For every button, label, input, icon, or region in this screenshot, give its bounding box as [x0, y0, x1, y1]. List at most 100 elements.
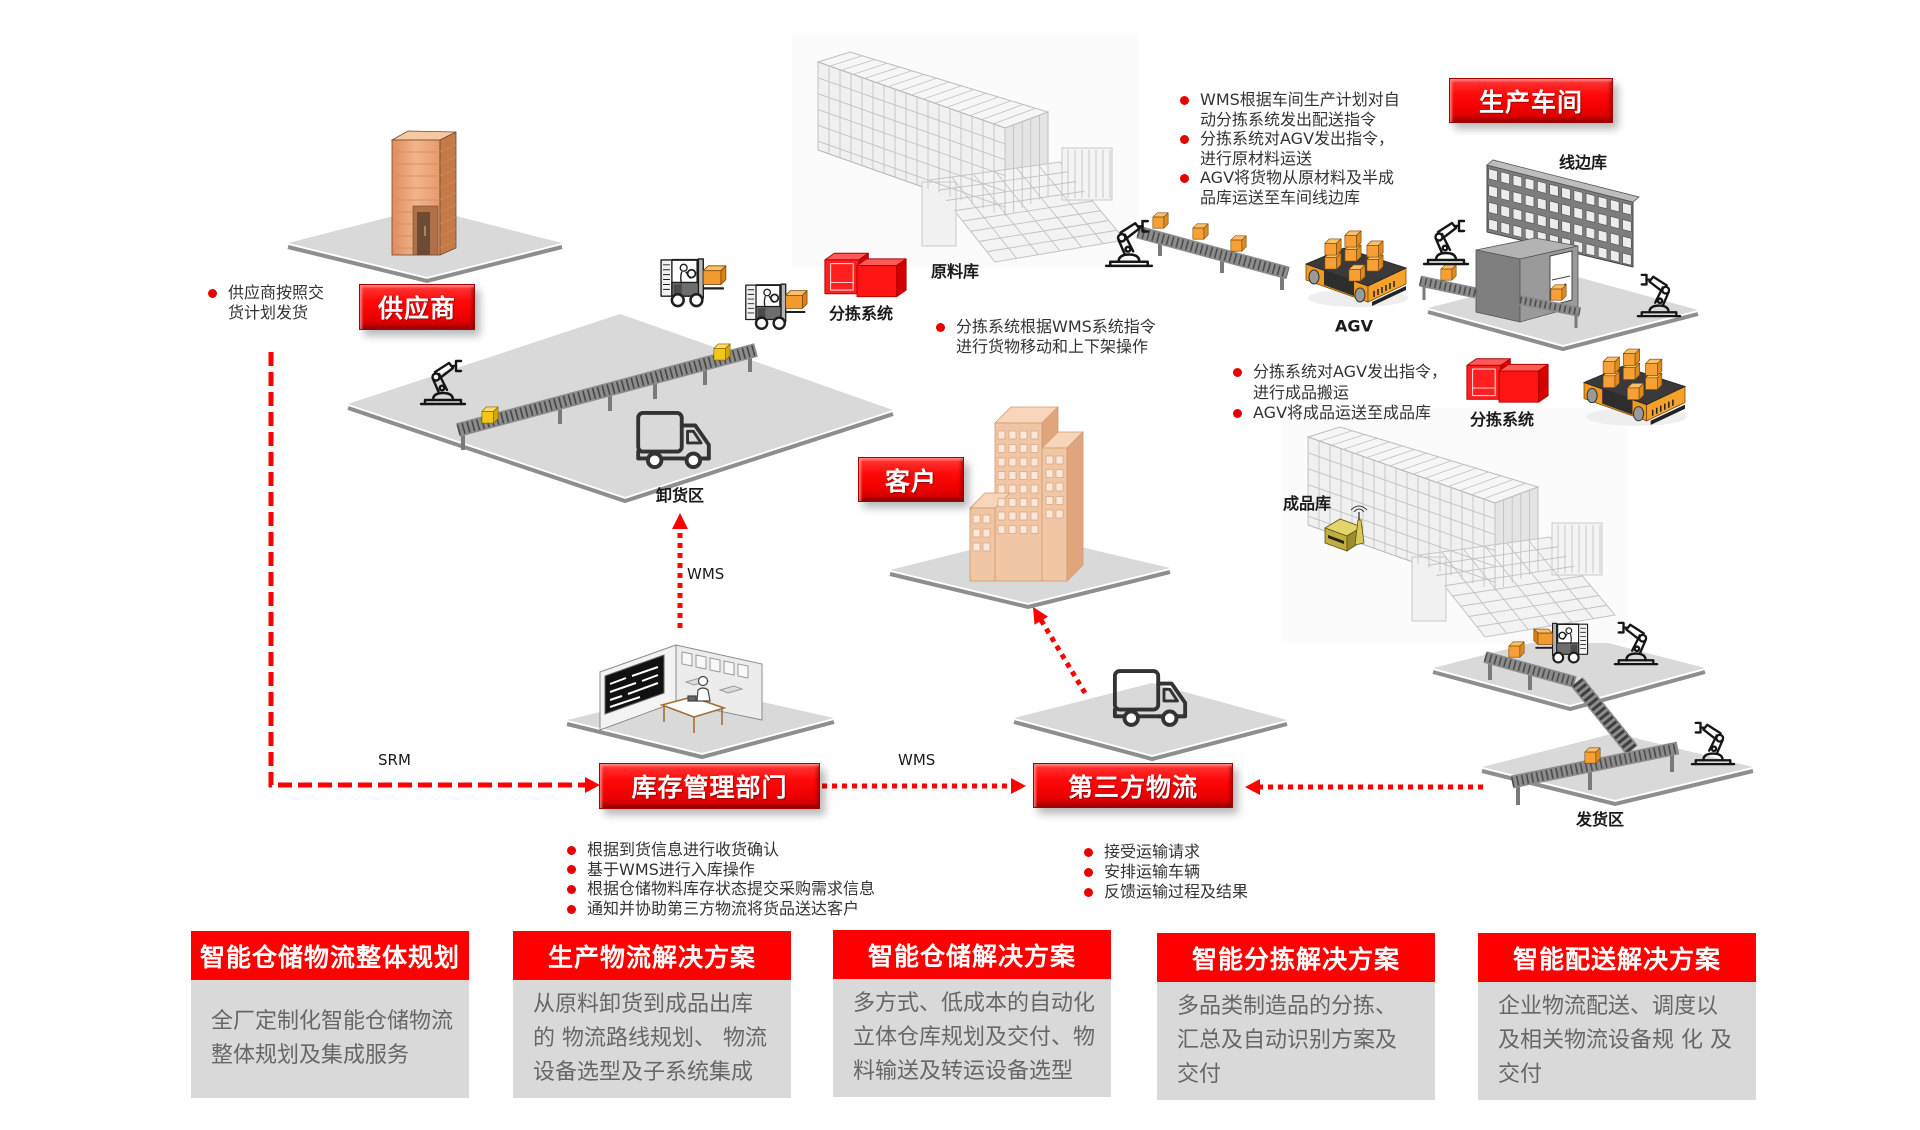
warehouse-structure — [792, 33, 1138, 268]
shelf-cell — [1573, 189, 1583, 204]
srm-connector-label: SRM — [378, 751, 411, 769]
inventory-department-node-label: 库存管理部门 — [599, 763, 820, 809]
rack-tier — [817, 77, 1006, 145]
building-floor-line — [439, 168, 457, 177]
logistics-to-customer-connector — [1033, 607, 1088, 695]
building-floor-line — [439, 180, 457, 189]
note-item: 安排运输车辆 — [1084, 862, 1248, 882]
raw-material-warehouse-label: 原料库 — [930, 262, 980, 281]
rack-roof-beam — [946, 92, 987, 108]
building-floor-line — [439, 216, 457, 225]
building-window — [1019, 471, 1028, 480]
shelf-cell — [1573, 206, 1583, 220]
shelf-cell — [1512, 208, 1523, 222]
solution-panel-title: 生产物流解决方案 — [513, 931, 791, 980]
pick-station-rail — [951, 176, 1018, 259]
cargo-box-icon — [1550, 284, 1567, 301]
rack-roof-beam — [887, 74, 925, 88]
rack-roof-beam — [993, 107, 1036, 125]
shelf-cell — [1512, 191, 1523, 205]
building-window — [1008, 511, 1017, 521]
rack-roof-beam — [841, 59, 875, 71]
agv-label: AGV — [1335, 316, 1373, 336]
building-window — [1008, 525, 1017, 534]
customer-building — [969, 406, 1084, 582]
shelf-cell — [1573, 223, 1583, 237]
building-window — [1045, 455, 1054, 465]
rack-roof-beam — [934, 89, 974, 104]
note-item: 基于WMS进行入库操作 — [567, 860, 875, 880]
rack-roof-beam — [911, 81, 950, 96]
solution-panel-production-logistics: 生产物流解决方案 从原料卸货到成品出库 的 物流路线规划、 物流 设备选型及子系… — [513, 931, 791, 1098]
rack-roof-beam — [981, 104, 1024, 121]
building-window — [997, 525, 1006, 534]
shelf-cell — [1585, 193, 1596, 207]
note-item: 分拣系统对AGV发出指令，进行原材料运送 — [1180, 129, 1400, 168]
building-window — [1030, 471, 1039, 480]
agv-icon — [1306, 231, 1408, 307]
solution-panel-smart-distribution: 智能配送解决方案 企业物流配送、调度以 及相关物流设备规 化 及 交付 — [1478, 933, 1756, 1100]
processing-machine — [1475, 237, 1579, 323]
building-window — [997, 444, 1006, 453]
shelf-cell — [1549, 183, 1559, 197]
note-item: 通知并协助第三方物流将货品送达客户 — [567, 899, 875, 919]
third-party-logistics-notes: 接受运输请求 安排运输车辆 反馈运输过程及结果 — [1084, 842, 1248, 902]
cargo-box-icon — [713, 343, 731, 361]
note-item: 根据到货信息进行收货确认 — [567, 840, 875, 860]
shelf-cell — [1524, 194, 1535, 208]
inclined-conveyor — [1571, 677, 1638, 755]
cargo-box-icon — [1440, 264, 1457, 281]
shelf-cell — [1500, 221, 1510, 235]
building-windows — [972, 430, 1064, 552]
shelf-cell — [1597, 196, 1608, 210]
shelf-cell — [1524, 177, 1535, 191]
building-window — [1008, 498, 1017, 507]
building-window — [997, 498, 1006, 507]
arrowhead — [585, 777, 600, 793]
solution-panel-smart-warehousing: 智能仓储解决方案 多方式、低成本的自动化 立体仓库规划及交付、物 料输送及转运设… — [833, 930, 1111, 1097]
safety-fence — [1061, 147, 1113, 201]
finished-goods-warehouse-label: 成品库 — [1282, 494, 1332, 513]
machine-conveyor — [1519, 284, 1581, 328]
building-window — [1055, 455, 1064, 465]
operator-desk — [659, 696, 727, 733]
rack-tier — [817, 124, 1006, 192]
building-window — [1030, 498, 1039, 507]
solution-panel-title: 智能配送解决方案 — [1478, 933, 1756, 982]
shelf-cell — [1610, 215, 1620, 230]
cargo-box-icon — [1152, 212, 1169, 229]
forklift-icon — [659, 257, 727, 308]
shelf-cell — [1622, 235, 1632, 249]
unloading-platform — [347, 314, 894, 504]
pick-station-rail — [972, 173, 1039, 255]
note-item: 分拣系统根据WMS系统指令进行货物移动和上下架操作 — [936, 317, 1156, 357]
building-window — [1008, 471, 1017, 480]
rack-tier — [817, 93, 1006, 161]
note-item: 接受运输请求 — [1084, 842, 1248, 862]
arrowhead — [1033, 607, 1048, 625]
rack-roof-beam — [817, 51, 851, 63]
building-door — [417, 212, 430, 255]
building-window — [1019, 498, 1028, 507]
production-workshop-node-label: 生产车间 — [1449, 78, 1613, 123]
building-window — [1055, 496, 1064, 505]
note-item: 供应商按照交货计划发货 — [208, 283, 324, 323]
cargo-box-icon — [1192, 223, 1209, 240]
shelf-cell — [1500, 188, 1510, 202]
shelf-cell — [1622, 219, 1632, 233]
building-window — [997, 511, 1006, 521]
shelf-cell — [1500, 204, 1510, 219]
shelf-cell — [1597, 246, 1608, 260]
building-window — [997, 471, 1006, 480]
building-window — [1055, 469, 1064, 478]
line-side-conveyor — [1418, 264, 1478, 300]
rack-roof-beam — [876, 70, 913, 84]
shipping-lower-conveyor — [1510, 741, 1680, 805]
shelf-cell — [1622, 252, 1632, 266]
arrowhead — [1245, 779, 1260, 795]
finished-goods-notes: 分拣系统对AGV发出指令，进行成品搬运 AGV将成品运送至成品库 — [1233, 362, 1447, 424]
cargo-box-icon — [481, 406, 499, 424]
inventory-department-notes: 根据到货信息进行收货确认 基于WMS进行入库操作 根据仓储物料库存状态提交采购需… — [567, 840, 875, 919]
